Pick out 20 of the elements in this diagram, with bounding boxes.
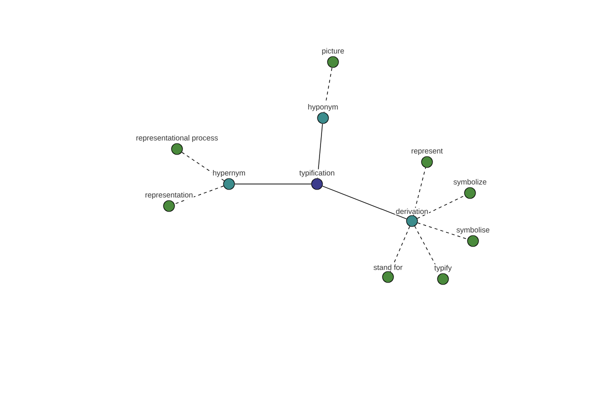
graph-node bbox=[317, 112, 329, 124]
graph-node bbox=[382, 271, 394, 283]
connector-line bbox=[174, 186, 224, 204]
graph-node bbox=[163, 200, 175, 212]
graph-node bbox=[223, 178, 235, 190]
graph-node bbox=[327, 56, 339, 68]
connector-line bbox=[390, 226, 410, 272]
graph-node bbox=[421, 156, 433, 168]
connector-line bbox=[413, 167, 426, 216]
graph-node bbox=[464, 187, 476, 199]
graph-node bbox=[406, 215, 418, 227]
graph-node bbox=[311, 178, 323, 190]
connector-line bbox=[324, 67, 332, 113]
connector-line bbox=[322, 186, 407, 220]
connector-line bbox=[417, 222, 468, 240]
graph-node bbox=[437, 273, 449, 285]
graph-node bbox=[171, 143, 183, 155]
graph-node bbox=[467, 235, 479, 247]
connector-line bbox=[414, 226, 441, 274]
connector-line bbox=[416, 195, 466, 219]
